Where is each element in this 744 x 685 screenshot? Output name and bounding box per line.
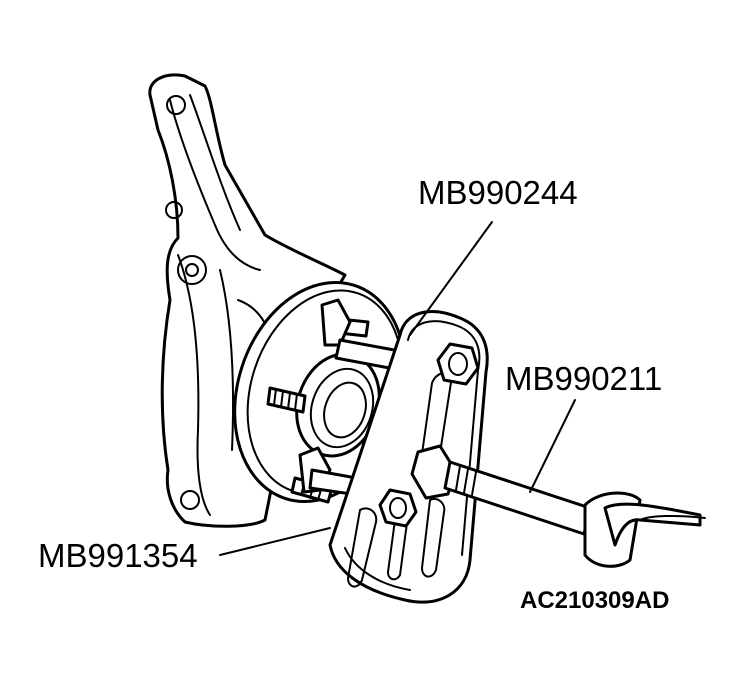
center-bolt-handle [410, 444, 706, 568]
leader-mb991354 [219, 527, 331, 556]
figure-reference-code: AC210309AD [520, 587, 670, 614]
leader-mb990244 [409, 221, 493, 336]
callout-mb990244: MB990244 [418, 174, 578, 211]
callout-mb990211: MB990211 [505, 360, 663, 397]
leader-mb990211 [529, 399, 576, 493]
plate-nuts [378, 342, 480, 528]
callout-mb991354: MB991354 [38, 537, 198, 574]
